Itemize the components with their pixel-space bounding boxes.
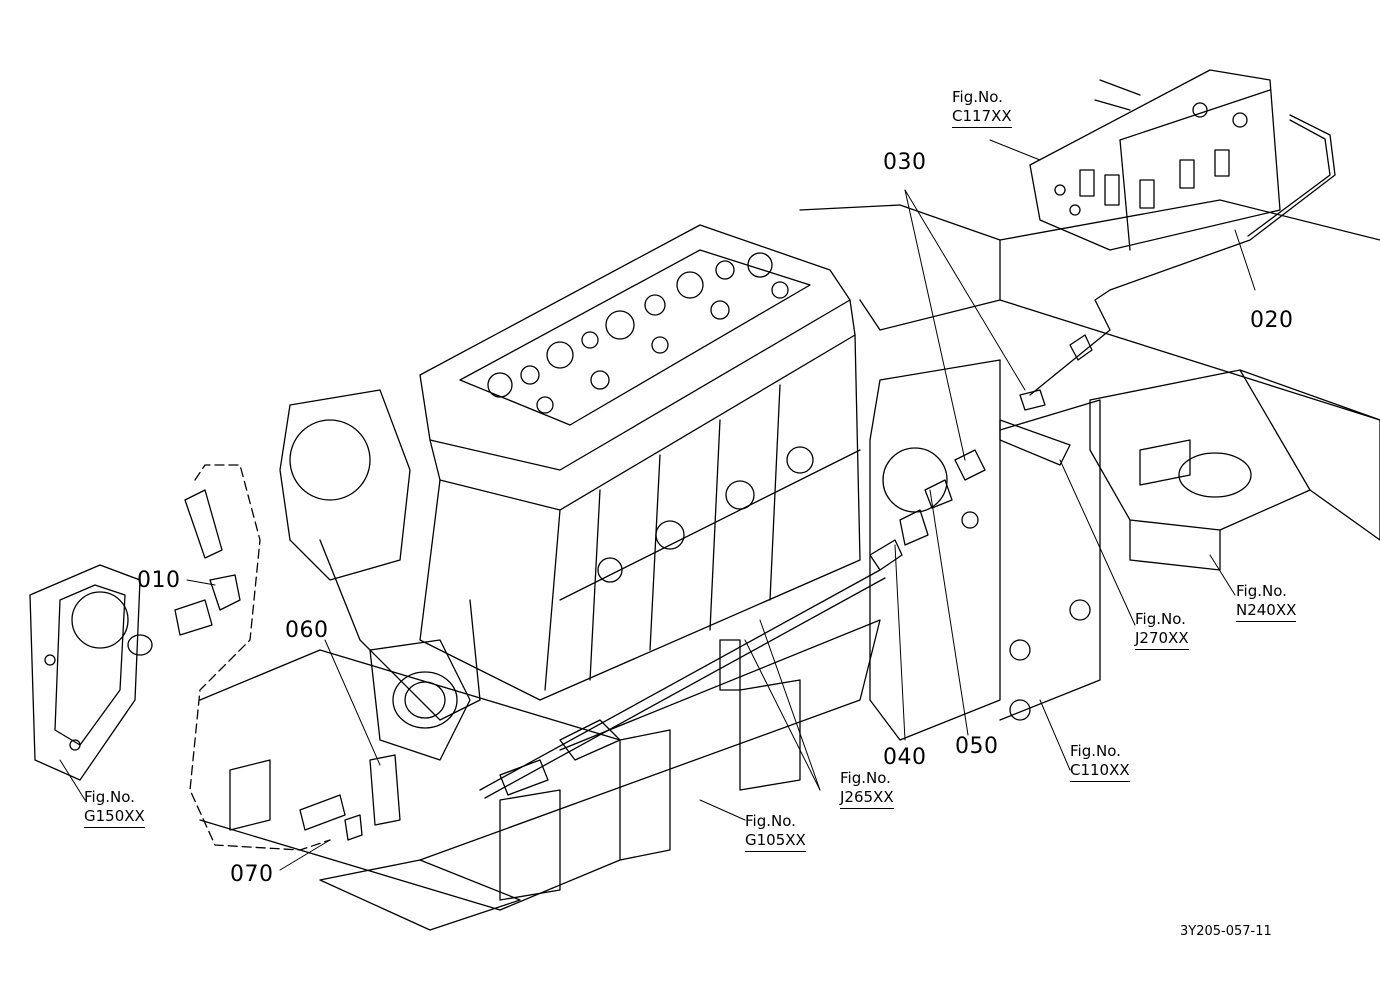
fig-ref-label: Fig.No.: [1236, 582, 1287, 600]
control-rod-and-springs: [299, 569, 886, 841]
left-housing: [29, 564, 141, 781]
transmission-case: [799, 199, 1380, 741]
fig-ref-label: Fig.No.: [840, 769, 891, 787]
part-label-040: 040: [883, 745, 927, 770]
leader-lines: [59, 139, 1256, 871]
fig-ref-n240xx[interactable]: Fig.No. N240XX: [1236, 582, 1297, 622]
fig-ref-label: Fig.No.: [1135, 610, 1186, 628]
fig-ref-code: J270XX: [1135, 629, 1189, 650]
fig-ref-code: N240XX: [1236, 601, 1297, 622]
fittings-030-040-050: [869, 389, 1071, 571]
fig-ref-code: J265XX: [840, 788, 894, 809]
fig-ref-code: G150XX: [84, 807, 145, 828]
fig-ref-j265xx[interactable]: Fig.No. J265XX: [840, 769, 894, 809]
control-valve-block: [1029, 69, 1281, 251]
fig-ref-code: G105XX: [745, 831, 806, 852]
part-label-020: 020: [1250, 308, 1294, 333]
fig-ref-g105xx[interactable]: Fig.No. G105XX: [745, 812, 806, 852]
fig-ref-c117xx[interactable]: Fig.No. C117XX: [952, 88, 1012, 128]
part-label-060: 060: [285, 618, 329, 643]
drawing-code: 3Y205-057-11: [1180, 924, 1272, 939]
flywheel-housing: [279, 389, 481, 761]
fig-ref-j270xx[interactable]: Fig.No. J270XX: [1135, 610, 1189, 650]
tube-020: [1029, 114, 1336, 396]
engine-block: [419, 334, 861, 701]
hose-010: [127, 464, 331, 851]
fig-ref-code: C117XX: [952, 107, 1012, 128]
fig-ref-label: Fig.No.: [745, 812, 796, 830]
cylinder-head: [419, 224, 856, 511]
fig-ref-g150xx[interactable]: Fig.No. G150XX: [84, 788, 145, 828]
fig-ref-label: Fig.No.: [84, 788, 135, 806]
fig-ref-c110xx[interactable]: Fig.No. C110XX: [1070, 742, 1130, 782]
front-frame: [199, 619, 881, 931]
rear-frame: [1089, 369, 1380, 571]
part-label-010: 010: [137, 568, 181, 593]
part-label-030: 030: [883, 150, 927, 175]
fig-ref-code: C110XX: [1070, 761, 1130, 782]
fig-ref-label: Fig.No.: [1070, 742, 1121, 760]
part-label-070: 070: [230, 862, 274, 887]
fig-ref-label: Fig.No.: [952, 88, 1003, 106]
part-label-050: 050: [955, 734, 999, 759]
